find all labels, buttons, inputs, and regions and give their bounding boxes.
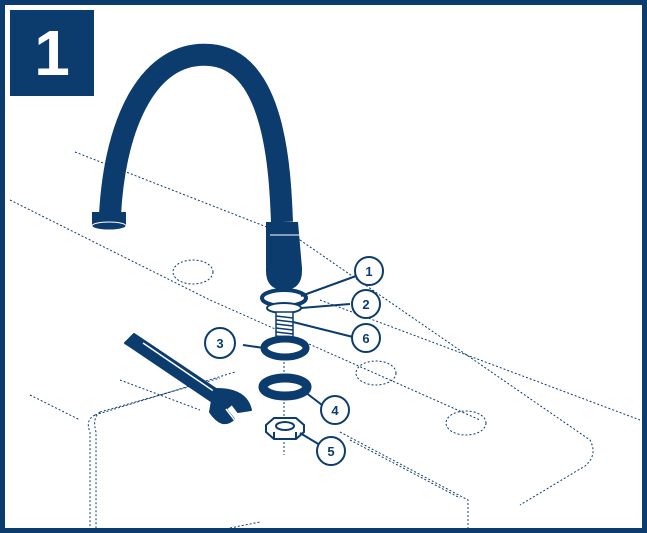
callout-label-3: 3 <box>216 336 223 351</box>
callout-5 <box>316 436 346 466</box>
callout-3 <box>204 327 236 359</box>
callout-2 <box>351 289 381 319</box>
callout-labels: 1 2 3 4 5 6 <box>216 264 372 459</box>
callout-6 <box>351 323 381 353</box>
step-number-badge: 1 <box>10 10 94 96</box>
wrench-icon <box>124 333 252 425</box>
faucet-icon <box>91 43 308 455</box>
washer-4 <box>258 373 312 401</box>
callout-label-2: 2 <box>362 297 369 312</box>
callout-label-5: 5 <box>327 444 334 459</box>
callout-label-4: 4 <box>331 403 339 418</box>
callout-1 <box>354 256 384 286</box>
nut-5 <box>265 417 305 440</box>
callout-label-1: 1 <box>365 264 372 279</box>
washer-3 <box>260 335 310 361</box>
callout-4 <box>320 395 350 425</box>
sink-outline <box>9 151 641 529</box>
callout-label-6: 6 <box>362 331 369 346</box>
callouts <box>204 256 384 466</box>
mounting-holes <box>172 259 487 436</box>
